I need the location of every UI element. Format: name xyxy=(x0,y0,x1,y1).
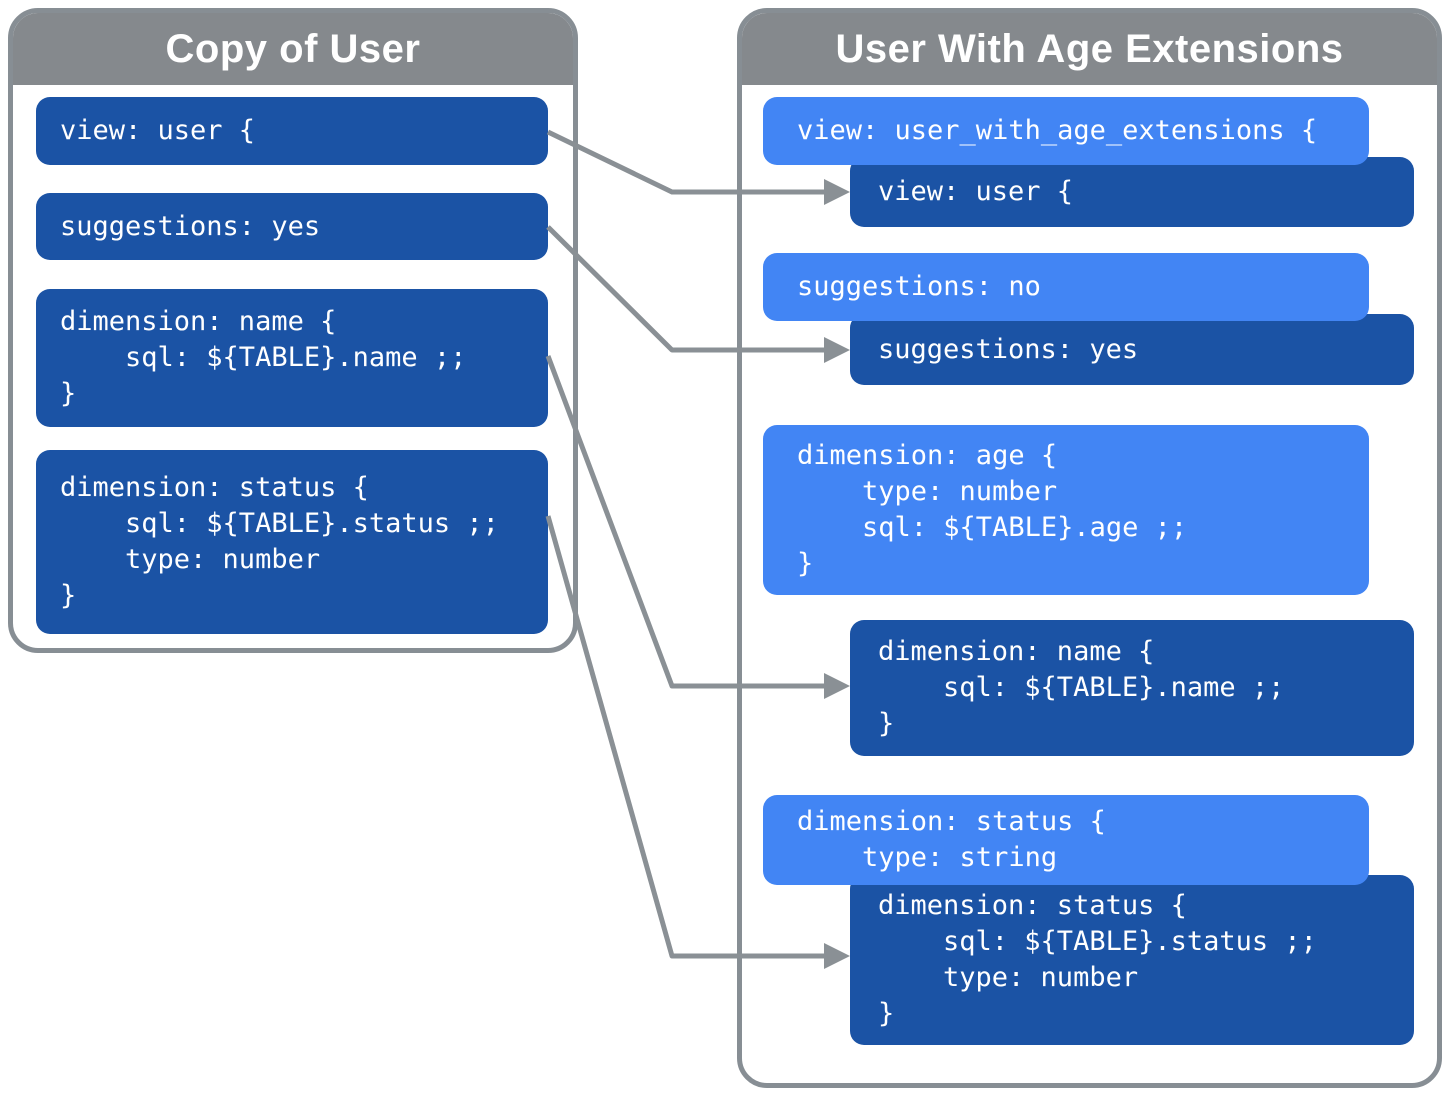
code-block-dimension-name: dimension: name { sql: ${TABLE}.name ;; … xyxy=(36,289,548,427)
code-block-dimension-status-inherited: dimension: status { sql: ${TABLE}.status… xyxy=(850,875,1414,1045)
code-block-dimension-age: dimension: age { type: number sql: ${TAB… xyxy=(763,425,1369,595)
code-block-view-user-with-age-extensions: view: user_with_age_extensions { xyxy=(763,97,1369,165)
code-block-suggestions-no: suggestions: no xyxy=(763,253,1369,321)
panel-title: User With Age Extensions xyxy=(742,13,1437,85)
code-block-dimension-name-inherited: dimension: name { sql: ${TABLE}.name ;; … xyxy=(850,620,1414,756)
code-block-suggestions-yes: suggestions: yes xyxy=(36,193,548,260)
panel-title: Copy of User xyxy=(13,13,573,85)
code-block-suggestions-yes-inherited: suggestions: yes xyxy=(850,314,1414,385)
code-block-dimension-status: dimension: status { sql: ${TABLE}.status… xyxy=(36,450,548,634)
code-block-view-user: view: user { xyxy=(36,97,548,165)
code-block-view-user-inherited: view: user { xyxy=(850,157,1414,227)
code-block-dimension-status-override: dimension: status { type: string xyxy=(763,795,1369,885)
